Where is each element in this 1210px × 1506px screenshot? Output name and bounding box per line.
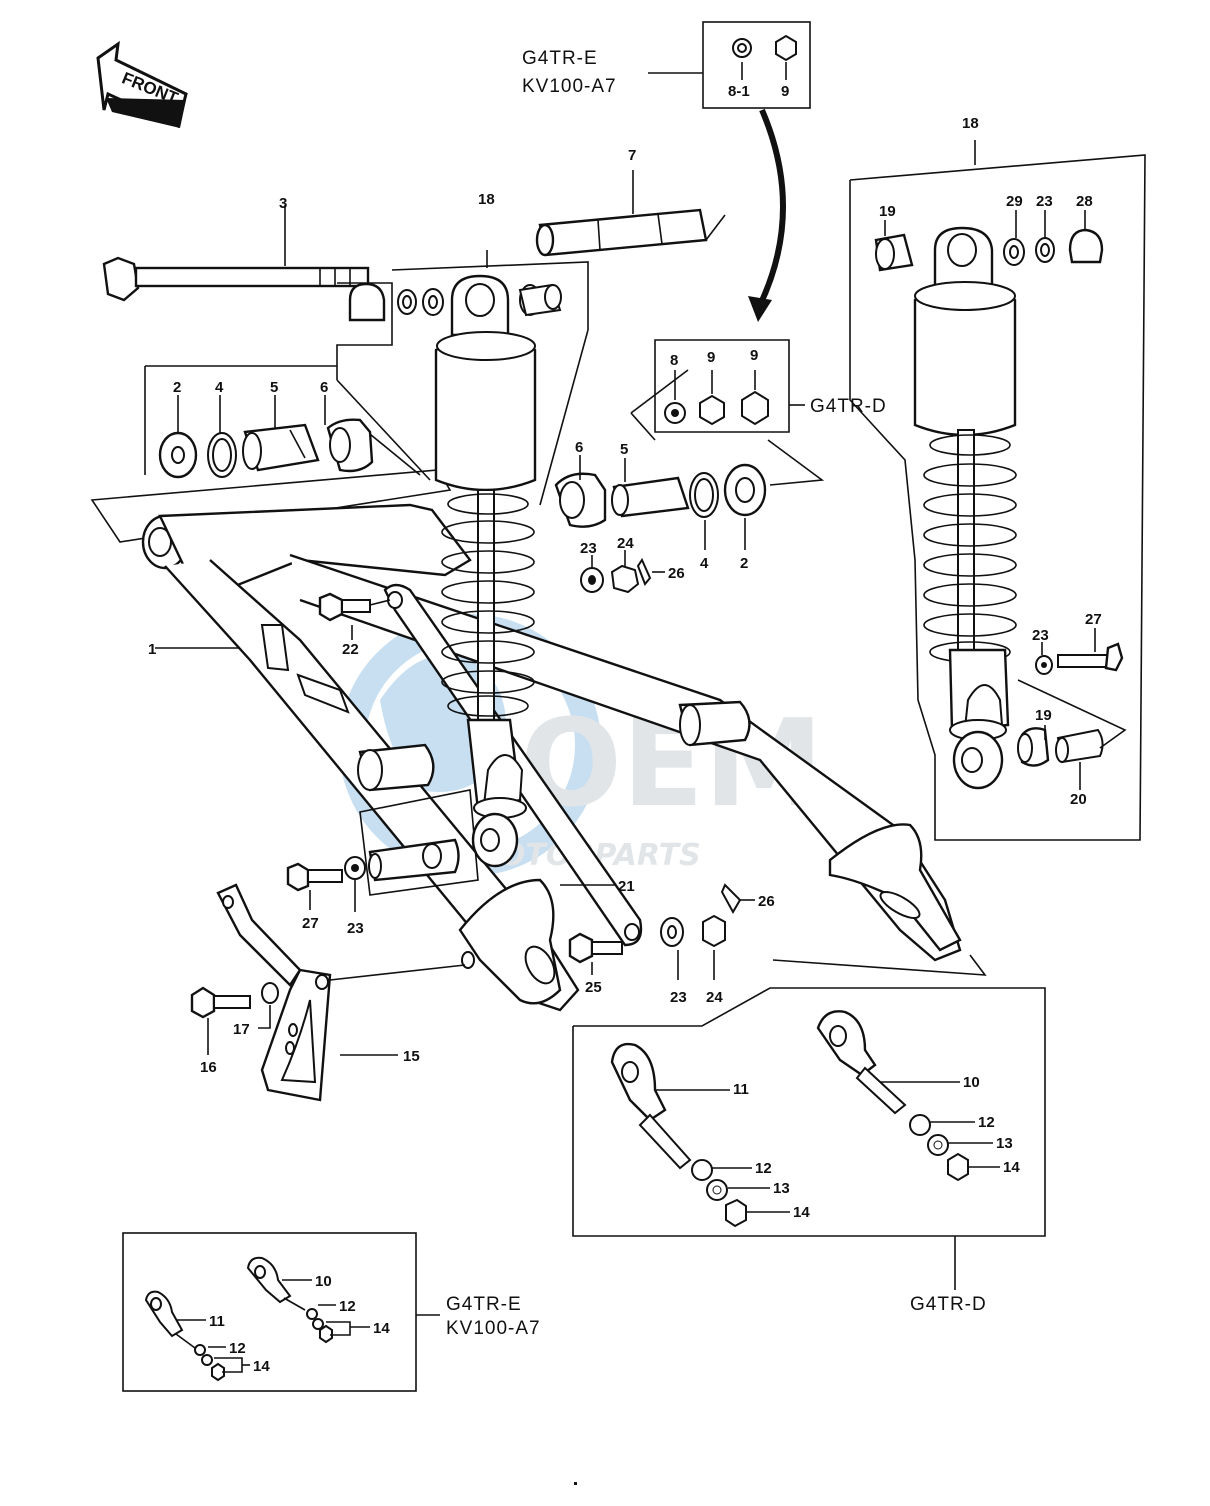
g4tr-d-nut-inset <box>630 339 805 441</box>
callout-23-upper: 23 <box>580 540 597 557</box>
callout-5-right: 5 <box>620 441 628 458</box>
callout-12-small-2: 12 <box>229 1340 246 1357</box>
model-label-d-bottom: G4TR-D <box>910 1294 987 1315</box>
swing-arm-bushings <box>357 700 751 792</box>
callout-12-d-right: 12 <box>978 1114 995 1131</box>
callout-9-top: 9 <box>781 83 789 100</box>
callout-25: 25 <box>585 979 602 996</box>
callout-24-upper: 24 <box>617 535 634 552</box>
callout-1: 1 <box>148 641 156 658</box>
g4tr-e-adjuster-inset <box>122 1232 440 1392</box>
callout-14-d-left: 14 <box>793 1204 810 1221</box>
callout-4-right: 4 <box>700 555 709 572</box>
callout-18-inset: 18 <box>962 115 979 132</box>
callout-14-small-2: 14 <box>253 1358 270 1375</box>
callout-18-main: 18 <box>478 191 495 208</box>
callout-10-small: 10 <box>315 1273 332 1290</box>
alt-shock-inset <box>849 140 1146 841</box>
left-pivot-hardware <box>158 395 374 479</box>
left-shock-top-hardware <box>348 282 562 322</box>
callout-8: 8 <box>670 352 678 369</box>
lower-bushing-inset <box>286 789 479 912</box>
g4tr-e-nut-inset <box>648 21 811 109</box>
callout-11: 11 <box>733 1081 749 1098</box>
callout-27-left: 27 <box>302 915 319 932</box>
left-shock-bracket <box>90 250 589 543</box>
model-label-e-bottom-2: KV100-A7 <box>446 1318 541 1339</box>
curved-pointer-arrow <box>757 108 786 307</box>
callout-14-d-right: 14 <box>1003 1159 1020 1176</box>
callout-23-inset-low: 23 <box>1032 627 1049 644</box>
g4tr-d-adjuster-inset <box>572 954 1046 1290</box>
callout-19-top: 19 <box>879 203 896 220</box>
callout-7: 7 <box>628 147 636 164</box>
callout-23-lower: 23 <box>670 989 687 1006</box>
callout-13-d-left: 13 <box>773 1180 790 1197</box>
callout-26-upper: 26 <box>668 565 685 582</box>
callout-23-inset-top: 23 <box>1036 193 1053 210</box>
callout-10: 10 <box>963 1074 980 1091</box>
callout-23-left: 23 <box>347 920 364 937</box>
callout-26-lower: 26 <box>758 893 775 910</box>
model-label-e-top-2: KV100-A7 <box>522 76 617 97</box>
callout-11-small: 11 <box>209 1313 225 1330</box>
step-bracket <box>190 883 466 1102</box>
callout-12-d-left: 12 <box>755 1160 772 1177</box>
model-label-d-right: G4TR-D <box>810 396 887 417</box>
callout-9-mid-2: 9 <box>750 347 758 364</box>
callout-2-right: 2 <box>740 555 748 572</box>
callout-24-lower: 24 <box>706 989 723 1006</box>
callout-3: 3 <box>279 195 287 212</box>
callout-5-left: 5 <box>270 379 278 396</box>
callout-28: 28 <box>1076 193 1093 210</box>
callout-13-d-right: 13 <box>996 1135 1013 1152</box>
callout-6-right: 6 <box>575 439 583 456</box>
main-shock-absorber <box>434 274 537 868</box>
callout-2-left: 2 <box>173 379 181 396</box>
page-mark <box>574 1482 577 1485</box>
callout-19-low: 19 <box>1035 707 1052 724</box>
callout-8-1: 8-1 <box>728 83 750 100</box>
callout-15: 15 <box>403 1048 420 1065</box>
right-pivot-hardware <box>554 439 825 550</box>
callout-27-right: 27 <box>1085 611 1102 628</box>
front-direction-arrow: FRONT <box>96 40 188 129</box>
lower-shock-bolt-hardware <box>568 883 755 980</box>
shock-upper-nut-cluster <box>580 550 665 594</box>
callout-21: 21 <box>618 878 635 895</box>
callout-9-mid-1: 9 <box>707 349 715 366</box>
model-label-e-top-1: G4TR-E <box>522 48 598 69</box>
pivot-sleeve <box>535 170 726 257</box>
pivot-bolt <box>102 205 370 302</box>
callout-17: 17 <box>233 1021 250 1038</box>
bolt-22 <box>318 592 391 640</box>
callout-29: 29 <box>1006 193 1023 210</box>
model-label-e-bottom-1: G4TR-E <box>446 1294 522 1315</box>
callout-20: 20 <box>1070 791 1087 808</box>
callout-22: 22 <box>342 641 359 658</box>
callout-6-left: 6 <box>320 379 328 396</box>
callout-12-small-1: 12 <box>339 1298 356 1315</box>
callout-4-left: 4 <box>215 379 224 396</box>
callout-16: 16 <box>200 1059 217 1076</box>
callout-14-small-1: 14 <box>373 1320 390 1337</box>
